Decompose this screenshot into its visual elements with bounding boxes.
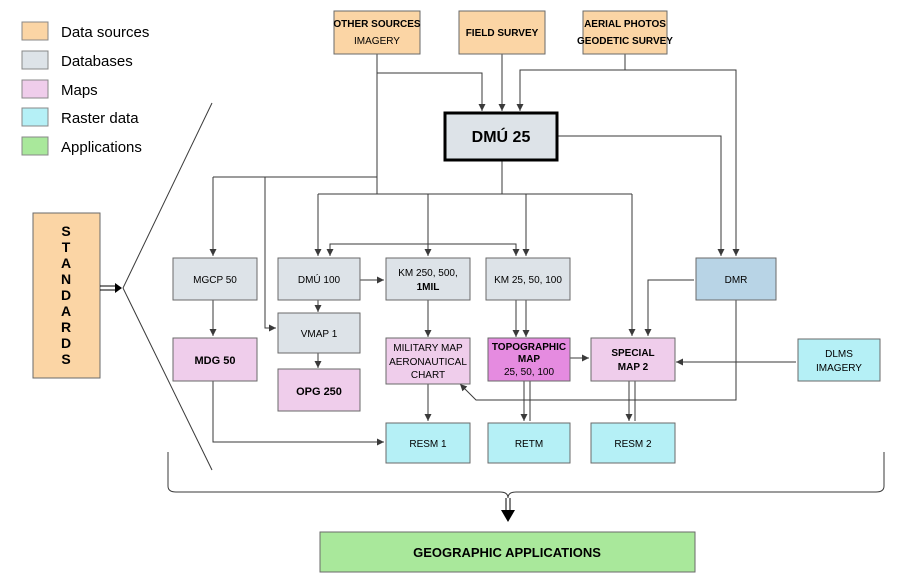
box-label: GEOGRAPHIC APPLICATIONS <box>413 545 601 560</box>
legend-item-raster-data: Raster data <box>21 107 139 127</box>
box-label: CHART <box>411 370 445 381</box>
legend-swatch-databases <box>21 50 49 70</box>
connectors <box>209 54 796 446</box>
box-label: OPG 250 <box>296 386 342 398</box>
standards-letter: S <box>61 351 70 367</box>
box-label: VMAP 1 <box>301 329 338 340</box>
standards-letter: T <box>62 239 71 255</box>
box-label: SPECIAL <box>611 348 654 359</box>
box-label: IMAGERY <box>816 363 862 374</box>
legend-item-maps: Maps <box>21 79 98 99</box>
standards-letter: N <box>61 271 71 287</box>
box-label: GEODETIC SURVEY <box>577 36 673 47</box>
legend-swatch-maps <box>21 79 49 99</box>
box-label: RESM 1 <box>409 439 447 450</box>
legend-swatch-data-sources <box>21 21 49 41</box>
box-label: RESM 2 <box>614 439 652 450</box>
legend-item-applications: Applications <box>21 136 142 156</box>
box-label: MAP 2 <box>618 362 649 373</box>
box-label: 25, 50, 100 <box>504 367 554 378</box>
box-label: 1MIL <box>417 282 440 293</box>
box-other-sources: OTHER SOURCES IMAGERY <box>333 10 421 55</box>
legend-label: Maps <box>61 82 98 99</box>
box-label: AERONAUTICAL <box>389 357 467 368</box>
box-label: MGCP 50 <box>193 275 237 286</box>
box-aerial-photos: AERIAL PHOTOS GEODETIC SURVEY <box>577 10 673 55</box>
box-label: DMR <box>725 275 748 286</box>
box-mdg50: MDG 50 <box>172 337 258 382</box>
brace-arrow <box>501 498 515 522</box>
legend-label: Raster data <box>61 110 139 127</box>
box-retm: RETM <box>487 422 571 464</box>
box-label: AERIAL PHOTOS <box>584 19 666 30</box>
box-km250: KM 250, 500, 1MIL <box>385 257 471 301</box>
box-label: KM 250, 500, <box>398 268 457 279</box>
box-field-survey: FIELD SURVEY <box>458 10 546 55</box>
standards-letter: R <box>61 319 71 335</box>
legend: Data sources Databases Maps Raster data … <box>21 21 149 156</box>
box-opg250: OPG 250 <box>277 368 361 412</box>
standards-letter: S <box>61 223 70 239</box>
box-topographic-map: TOPOGRAPHIC MAP 25, 50, 100 <box>487 337 571 382</box>
box-label: MDG 50 <box>195 355 236 367</box>
box-label: FIELD SURVEY <box>466 28 539 39</box>
legend-label: Data sources <box>61 24 149 41</box>
legend-item-databases: Databases <box>21 50 133 70</box>
box-label: OTHER SOURCES <box>333 19 421 30</box>
box-vmap1: VMAP 1 <box>277 312 361 354</box>
box-label: MILITARY MAP <box>393 343 463 354</box>
box-special-map: SPECIAL MAP 2 <box>590 337 676 382</box>
standards-letter: D <box>61 335 71 351</box>
fan-line-bottom <box>122 287 213 471</box>
box-label: RETM <box>515 439 543 450</box>
legend-item-data-sources: Data sources <box>21 21 149 41</box>
box-dmr: DMR <box>695 257 777 301</box>
box-label: DMÚ 25 <box>472 127 531 146</box>
box-geographic-applications: GEOGRAPHIC APPLICATIONS <box>319 531 696 573</box>
box-label: DLMS <box>825 349 853 360</box>
box-resm1: RESM 1 <box>385 422 471 464</box>
standards-arrow <box>100 283 122 293</box>
box-resm2: RESM 2 <box>590 422 676 464</box>
box-label: IMAGERY <box>354 36 400 47</box>
box-military-map: MILITARY MAP AERONAUTICAL CHART <box>385 337 471 385</box>
box-dlms: DLMS IMAGERY <box>797 338 881 382</box>
bottom-brace <box>167 452 885 499</box>
legend-swatch-applications <box>21 136 49 156</box>
fan-line-top <box>122 102 213 289</box>
legend-swatch-raster-data <box>21 107 49 127</box>
box-label: KM 25, 50, 100 <box>494 275 562 286</box>
box-label: DMÚ 100 <box>298 273 341 286</box>
box-dmu100: DMÚ 100 <box>277 257 361 301</box>
legend-label: Applications <box>61 139 142 156</box>
box-label: TOPOGRAPHIC <box>492 342 566 353</box>
standards-letter: A <box>61 255 71 271</box>
legend-label: Databases <box>61 53 133 70</box>
box-mgcp50: MGCP 50 <box>172 257 258 301</box>
standards-letter: A <box>61 303 71 319</box>
box-km25: KM 25, 50, 100 <box>485 257 571 301</box>
box-dmu25: DMÚ 25 <box>443 111 559 162</box>
standards-box: S T A N D A R D S <box>32 212 101 379</box>
standards-letter: D <box>61 287 71 303</box>
box-label: MAP <box>518 354 541 365</box>
